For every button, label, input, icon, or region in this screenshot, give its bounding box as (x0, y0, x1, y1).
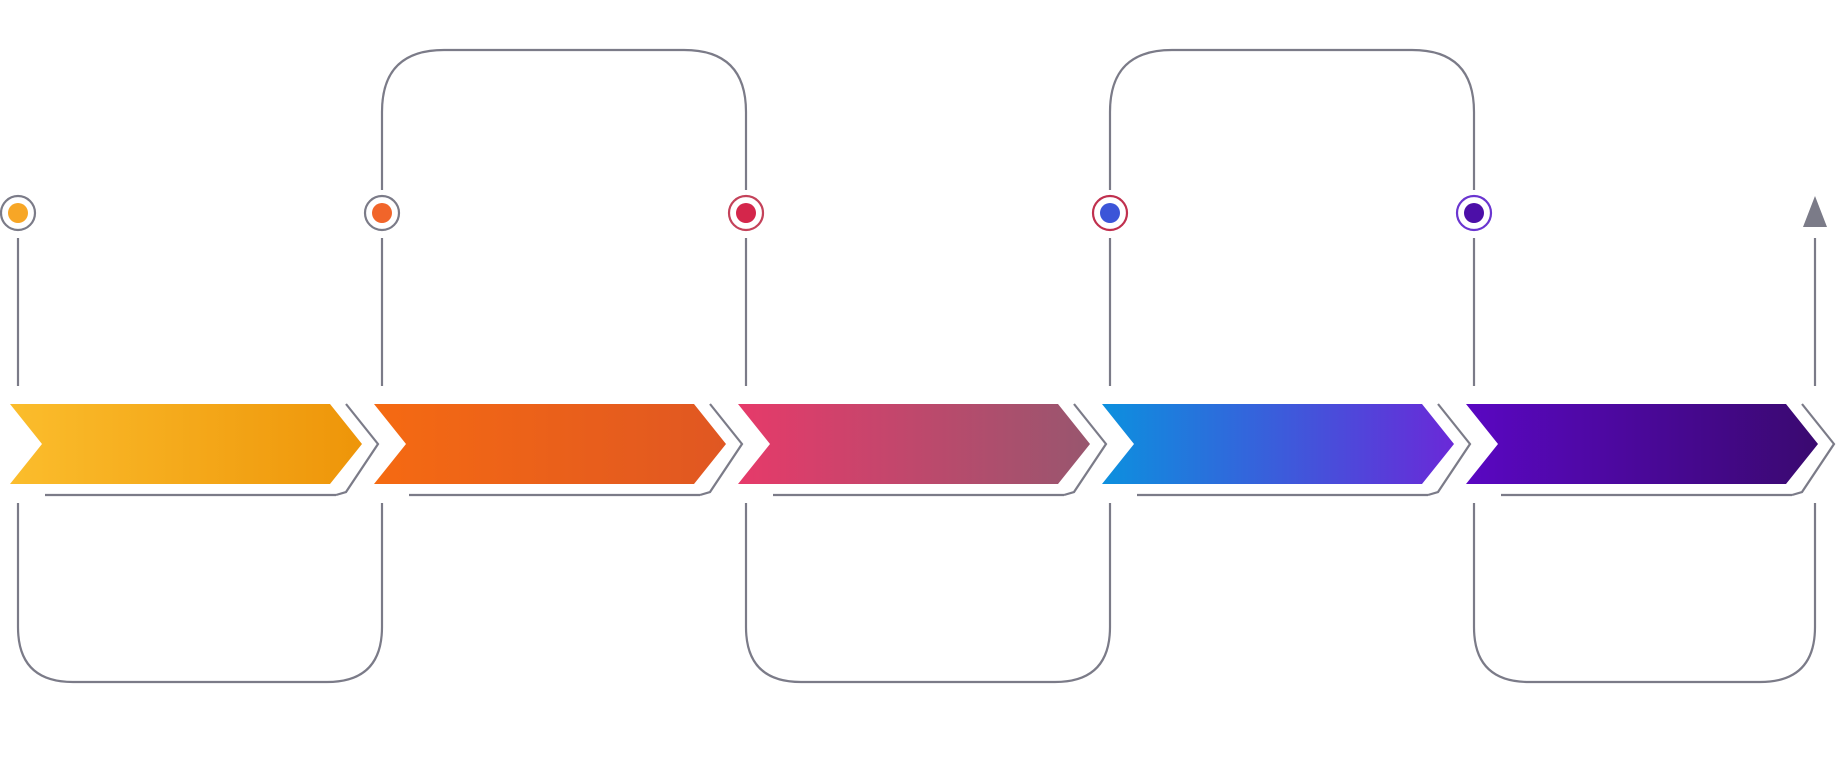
step-outline-edge-5 (1791, 403, 1836, 497)
bottom-loop-connector-2 (744, 503, 1112, 684)
step-node-dot-4 (1100, 203, 1120, 223)
timeline-step-4 (1091, 194, 1472, 497)
step-node-dot-5 (1464, 203, 1484, 223)
step-outline-edge-1 (335, 403, 380, 497)
step-outline-edge-3 (1063, 403, 1108, 497)
timeline-step-2 (363, 194, 744, 497)
step-arrow-2 (374, 404, 726, 484)
step-node-dot-2 (372, 203, 392, 223)
step-arrow-3 (738, 404, 1090, 484)
timeline-step-1 (0, 194, 380, 497)
triangle-icon (1803, 196, 1827, 227)
top-loop-connector-1 (380, 48, 748, 190)
timeline-step-5 (1455, 194, 1836, 497)
step-arrow-1 (10, 404, 362, 484)
step-node-dot-1 (8, 203, 28, 223)
step-node-dot-3 (736, 203, 756, 223)
step-arrow-4 (1102, 404, 1454, 484)
timeline-step-3 (727, 194, 1108, 497)
step-outline-edge-2 (699, 403, 744, 497)
step-outline-edge-4 (1427, 403, 1472, 497)
top-loop-connector-2 (1108, 48, 1476, 190)
bottom-loop-connector-3 (1472, 503, 1817, 684)
bottom-loop-connector-1 (16, 503, 384, 684)
step-arrow-5 (1466, 404, 1818, 484)
